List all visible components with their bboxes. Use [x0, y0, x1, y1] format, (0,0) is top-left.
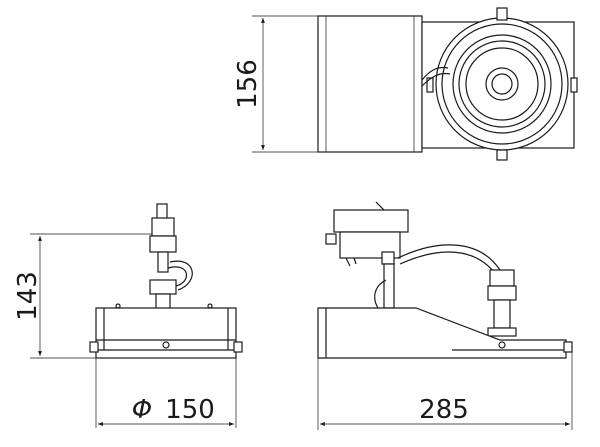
diameter-symbol: Φ [132, 395, 152, 425]
lamp-lens [485, 67, 519, 101]
dim-label-285: 285 [419, 395, 469, 425]
dim-label-150: 150 [165, 395, 215, 425]
dim-label-156: 156 [233, 59, 263, 109]
track-adapter [333, 209, 409, 233]
front-view: 143 Φ 150 [13, 203, 243, 428]
side-view: 285 [317, 201, 573, 430]
dim-label-143: 143 [13, 271, 43, 321]
cylinder-body [317, 15, 423, 153]
top-view: 156 [233, 7, 578, 161]
lamp-outer-ring [435, 17, 569, 151]
